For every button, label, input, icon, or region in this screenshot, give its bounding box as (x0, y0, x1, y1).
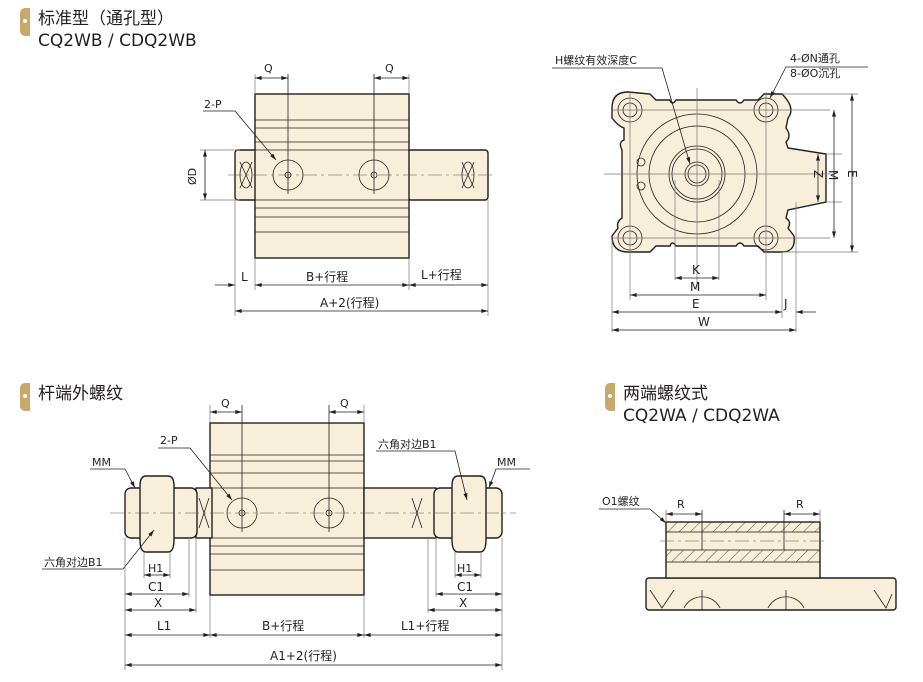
thread-hatch-top (665, 521, 821, 533)
thread-hatch-mid (665, 549, 821, 563)
standard-side-view: Q Q 2-P ØD L B+行程 L+行程 A+2(行程) (186, 62, 494, 316)
dim-rod-diameter: ØD (186, 168, 199, 185)
dim-z: Z (811, 170, 825, 178)
dim-c1-left: C1 (148, 580, 164, 594)
port-label: 2-P (204, 98, 222, 111)
cylinder-body (254, 93, 410, 259)
dim-h1-right: H1 (457, 562, 472, 575)
dim-b-stroke: B+行程 (306, 269, 348, 284)
dim-c1-right: C1 (457, 580, 473, 594)
section-title: 两端螺纹式 (623, 384, 708, 404)
dim-k: K (692, 263, 701, 277)
hex-width-right: 六角对边B1 (378, 437, 437, 451)
dim-l: L (241, 270, 248, 284)
dim-m: M (690, 280, 700, 294)
thread-o1-note: O1螺纹 (602, 494, 640, 508)
thread-depth-note: H螺纹有效深度C (555, 53, 637, 67)
dim-j: J (783, 297, 788, 311)
mounting-plate (645, 577, 897, 611)
dim-q-right: Q (385, 62, 394, 75)
section-model: CQ2WA / CDQ2WA (623, 406, 780, 426)
rod-thread-side-view: Q Q 2-P MM MM 六角对边B1 六角对边B1 H1 C1 X L1 (42, 397, 530, 670)
dim-q-left: Q (221, 397, 230, 410)
section-header-both-thread: 两端螺纹式 CQ2WA / CDQ2WA (605, 383, 780, 427)
section-header-standard: 标准型（通孔型） CQ2WB / CDQ2WB (20, 8, 197, 52)
dim-x-right: X (459, 596, 467, 610)
dim-e: E (692, 297, 700, 311)
dim-r-left: R (677, 498, 685, 511)
dim-w: W (698, 315, 710, 329)
section-header-rod-thread: 杆端外螺纹 (20, 383, 123, 411)
section-title: 标准型（通孔型） (38, 9, 174, 29)
hex-nut-right (451, 475, 487, 553)
dim-m-vertical: M (826, 170, 840, 180)
section-model: CQ2WB / CDQ2WB (38, 31, 197, 51)
dim-a-stroke: A+2(行程) (320, 295, 379, 310)
dim-b-stroke: B+行程 (262, 618, 304, 633)
dim-q-left: Q (264, 62, 273, 75)
port-label: 2-P (160, 434, 178, 447)
bullet-icon (20, 383, 30, 411)
dim-x-left: X (154, 596, 162, 610)
through-holes-note: 4-ØN通孔 (790, 52, 840, 65)
section-title: 杆端外螺纹 (38, 384, 123, 404)
dim-r-right: R (796, 498, 804, 511)
thread-mm-left: MM (92, 456, 111, 469)
end-plate (611, 91, 827, 253)
end-view: H螺纹有效深度C 4-ØN通孔 8-ØO沉孔 Z M E K M E J W (552, 52, 868, 332)
cylinder-body (209, 422, 365, 596)
thread-mm-right: MM (497, 456, 516, 469)
dim-e-vertical: E (845, 170, 859, 178)
counterbore-holes-note: 8-ØO沉孔 (790, 67, 840, 80)
dim-l1: L1 (157, 619, 171, 633)
dim-l1-stroke: L1+行程 (401, 618, 449, 633)
hex-width-left: 六角对边B1 (44, 555, 103, 569)
dim-h1-left: H1 (148, 562, 163, 575)
dim-q-right: Q (340, 397, 349, 410)
dim-l-stroke: L+行程 (421, 267, 462, 282)
rod-right (363, 487, 437, 539)
both-thread-side-view: R R O1螺纹 (599, 494, 897, 611)
bullet-icon (605, 383, 615, 411)
dim-a1-stroke: A1+2(行程) (270, 648, 337, 663)
bullet-icon (20, 8, 30, 36)
